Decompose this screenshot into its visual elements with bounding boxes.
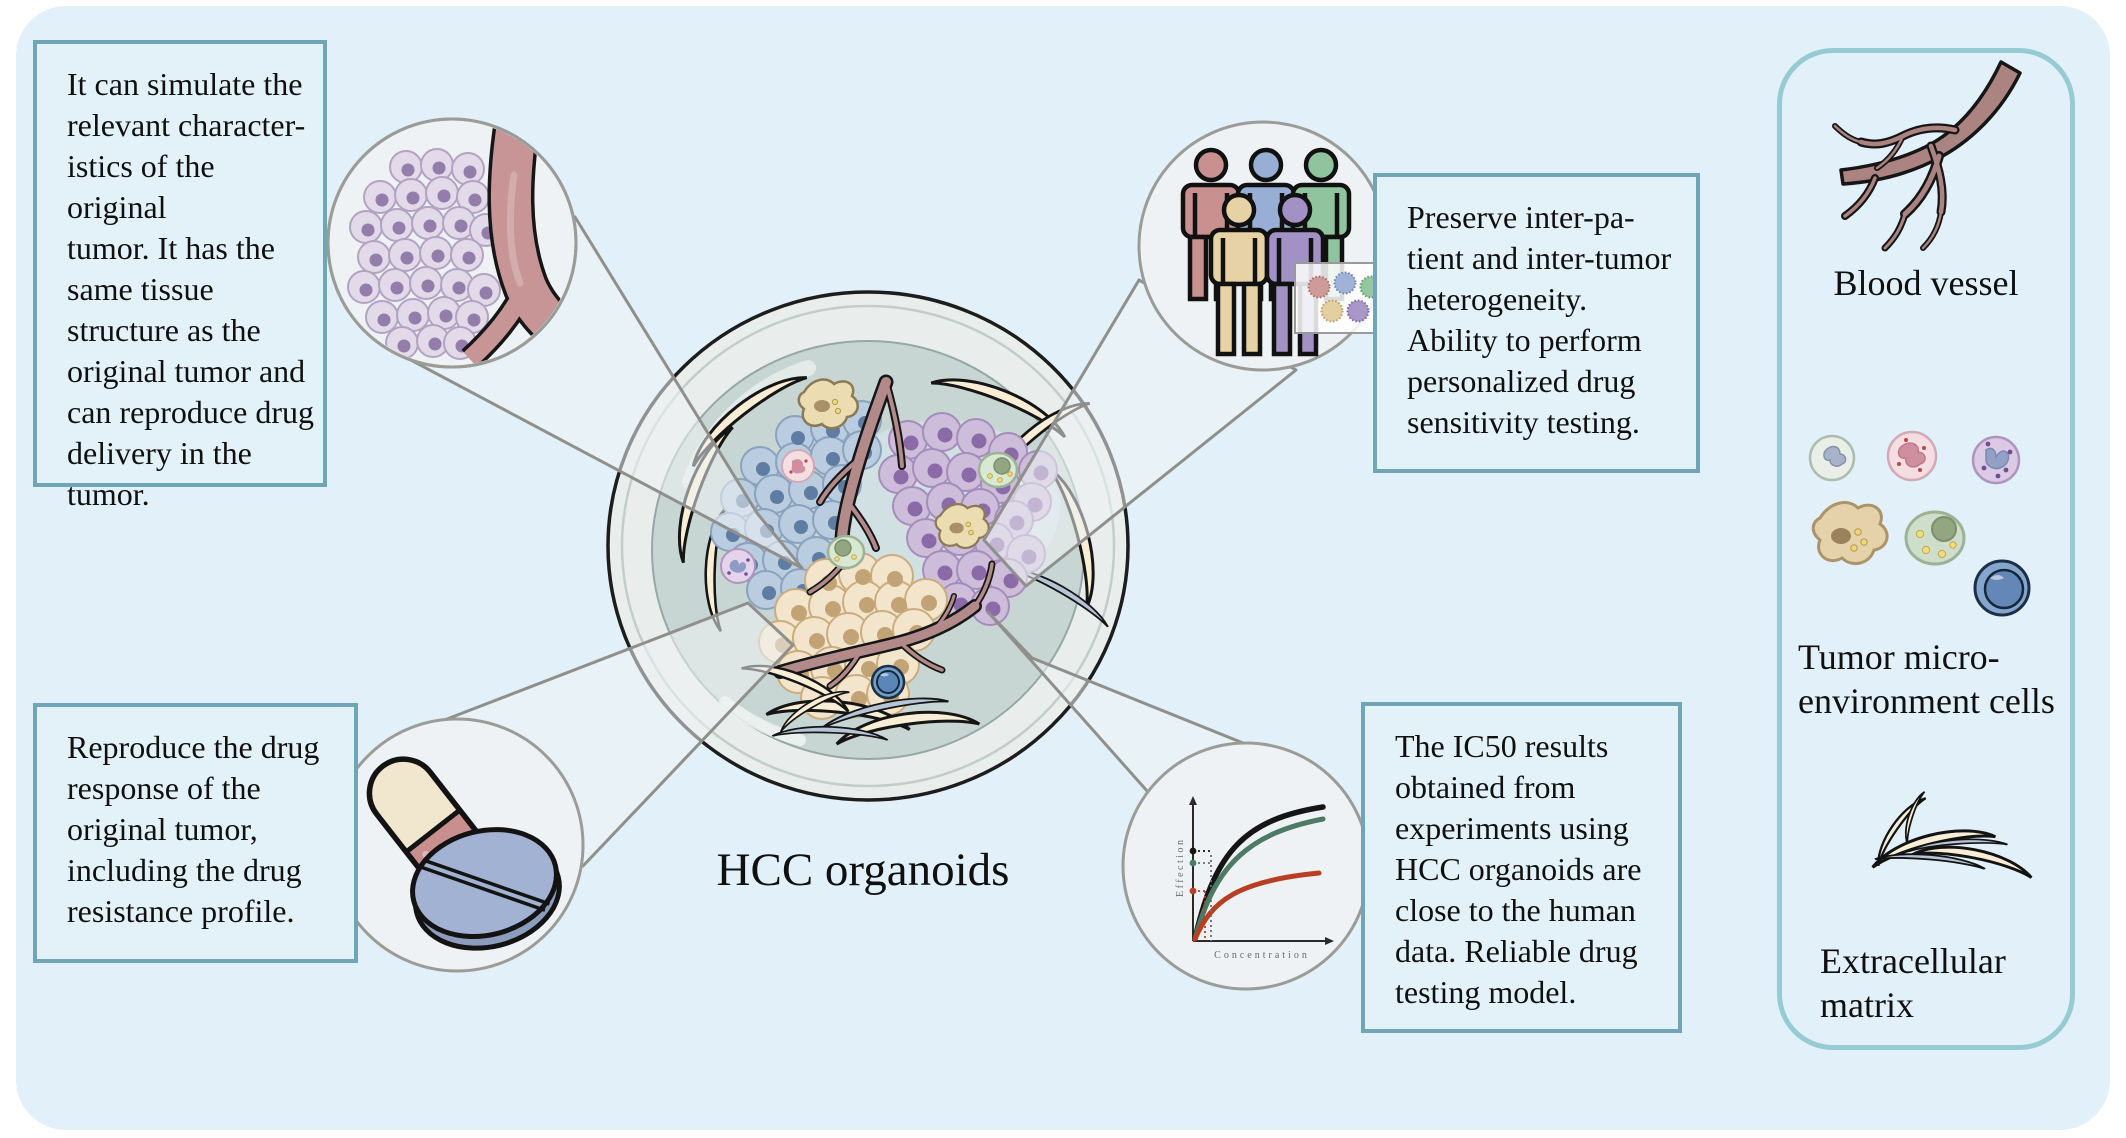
patient-group-icon: [1137, 120, 1402, 372]
ecm-label: Extracellular matrix: [1820, 941, 2006, 1025]
ic50-markers: [1189, 847, 1212, 941]
tablet-icon: [410, 827, 562, 951]
blood-vessel-label: Blood vessel: [1833, 263, 2019, 303]
dose-response-curves: [1192, 804, 1326, 942]
chart-axes: [1189, 796, 1334, 945]
stellate-cell-icon: [934, 503, 990, 550]
callout-box-heterogeneity: Preserve inter-pa- tient and inter-tumor…: [1373, 173, 1700, 473]
callout-box-simulate: It can simulate the relevant character- …: [33, 40, 327, 512]
capsule-and-tablet-icon: [329, 717, 585, 973]
dendritic-cell-icon: [1904, 510, 1966, 566]
macrophage-cell-icon: [1811, 501, 1889, 566]
stellate-cell-icon: [797, 378, 859, 430]
x-axis-label: Concentration: [1214, 950, 1310, 961]
tumor-cells-with-vessel-icon: [326, 117, 578, 369]
y-axis-label: Effection: [1175, 837, 1186, 897]
figure-title: HCC organoids: [716, 844, 1010, 896]
pink-immune-cell-icon: [1886, 430, 1938, 482]
callout-box-ic50: The IC50 results obtained from experimen…: [1361, 702, 1682, 1033]
petri-dish-organoids-icon: [606, 290, 1130, 802]
dose-response-chart-icon: Effection Concentration: [1121, 741, 1371, 991]
patient-tan: [1208, 192, 1270, 357]
callout-box-drug-response: Reproduce the drug response of the origi…: [33, 703, 358, 963]
extracellular-matrix-icon: [1866, 790, 2036, 879]
eosinophil-cell-icon: [1971, 435, 2021, 485]
tumor-microenvironment-cells-icon: [1808, 430, 2031, 617]
lymphocyte-cell-icon: [1973, 559, 2031, 617]
neutrophil-cell-icon: [1808, 434, 1856, 482]
tme-cells-label: Tumor micro- environment cells: [1798, 637, 2055, 721]
patient-figures: [1180, 147, 1352, 357]
blood-vessel-icon: [1832, 60, 2022, 252]
